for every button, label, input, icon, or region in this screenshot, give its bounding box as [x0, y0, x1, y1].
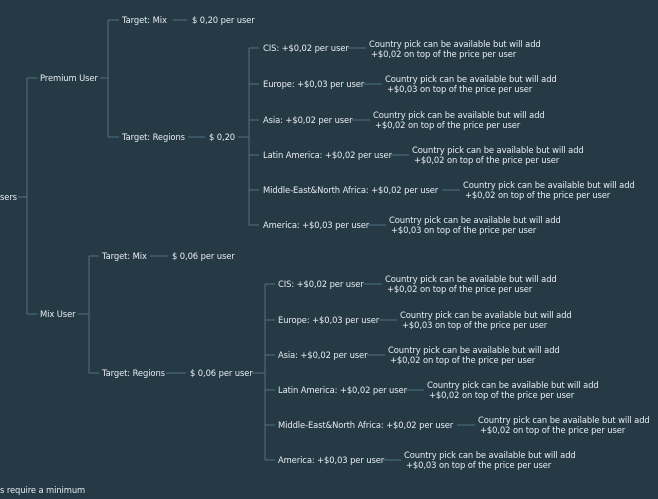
mixuser-region-america-note: Country pick can be available but will a… — [404, 450, 576, 470]
note-line: Country pick can be available but will a… — [385, 274, 557, 284]
mixuser-region-america: America: +$0,03 per user — [278, 455, 385, 465]
note-line: Country pick can be available but will a… — [478, 415, 650, 425]
mixuser-region-mena-note: Country pick can be available but will a… — [478, 415, 650, 435]
note-line: Country pick can be available but will a… — [427, 380, 599, 390]
mixuser-region-asia: Asia: +$0,02 per user — [278, 350, 368, 360]
mix-user-node: Mix User — [40, 309, 76, 319]
note-line: +$0,03 on top of the price per user — [387, 84, 533, 94]
note-line: +$0,02 on top of the price per user — [390, 355, 536, 365]
premium-regions-price: $ 0,20 — [209, 132, 236, 142]
mixuser-region-asia-note: Country pick can be available but will a… — [388, 345, 560, 365]
note-line: +$0,02 on top of the price per user — [375, 120, 521, 130]
premium-region-mena: Middle-East&North Africa: +$0,02 per use… — [263, 185, 439, 195]
mixuser-region-europe-note: Country pick can be available but will a… — [400, 310, 572, 330]
mixuser-region-latin-america: Latin America: +$0,02 per user — [278, 385, 407, 395]
note-line: +$0,02 on top of the price per user — [371, 49, 517, 59]
premium-region-america: America: +$0,03 per user — [263, 220, 370, 230]
note-line: +$0,03 on top of the price per user — [402, 320, 548, 330]
mixuser-mix-price: $ 0,06 per user — [172, 251, 235, 261]
note-line: +$0,02 on top of the price per user — [480, 425, 626, 435]
mixuser-region-cis: CIS: +$0,02 per user — [278, 279, 364, 289]
premium-target-mix-node: Target: Mix — [122, 15, 167, 25]
mixuser-region-cis-note: Country pick can be available but will a… — [385, 274, 557, 294]
note-line: Country pick can be available but will a… — [389, 215, 561, 225]
premium-region-mena-note: Country pick can be available but will a… — [463, 180, 635, 200]
note-line: +$0,02 on top of the price per user — [387, 284, 533, 294]
mixuser-region-mena: Middle-East&North Africa: +$0,02 per use… — [278, 420, 454, 430]
note-line: Country pick can be available but will a… — [400, 310, 572, 320]
note-line: +$0,02 on top of the price per user — [429, 390, 575, 400]
note-line: +$0,02 on top of the price per user — [465, 190, 611, 200]
note-line: Country pick can be available but will a… — [388, 345, 560, 355]
note-line: Country pick can be available but will a… — [373, 110, 545, 120]
note-line: +$0,03 on top of the price per user — [391, 225, 537, 235]
premium-mix-price: $ 0,20 per user — [192, 15, 255, 25]
premium-target-regions-node: Target: Regions — [122, 132, 185, 142]
premium-region-europe-note: Country pick can be available but will a… — [385, 74, 557, 94]
mixuser-region-latin-america-note: Country pick can be available but will a… — [427, 380, 599, 400]
premium-region-america-note: Country pick can be available but will a… — [389, 215, 561, 235]
note-line: Country pick can be available but will a… — [385, 74, 557, 84]
premium-region-asia-note: Country pick can be available but will a… — [373, 110, 545, 130]
premium-region-latin-america: Latin America: +$0,02 per user — [263, 150, 392, 160]
note-line: +$0,02 on top of the price per user — [414, 155, 560, 165]
root-node: sers — [0, 192, 17, 202]
note-line: Country pick can be available but will a… — [463, 180, 635, 190]
note-line: Country pick can be available but will a… — [412, 145, 584, 155]
premium-region-asia: Asia: +$0,02 per user — [263, 115, 353, 125]
note-line: +$0,03 on top of the price per user — [406, 460, 552, 470]
note-line: Country pick can be available but will a… — [404, 450, 576, 460]
premium-user-node: Premium User — [40, 73, 98, 83]
note-line: Country pick can be available but will a… — [369, 39, 541, 49]
premium-region-cis: CIS: +$0,02 per user — [263, 43, 349, 53]
premium-region-cis-note: Country pick can be available but will a… — [369, 39, 541, 59]
premium-region-europe: Europe: +$0,03 per user — [263, 79, 365, 89]
mixuser-region-europe: Europe: +$0,03 per user — [278, 315, 380, 325]
mixuser-target-regions-node: Target: Regions — [102, 368, 165, 378]
premium-region-latin-america-note: Country pick can be available but will a… — [412, 145, 584, 165]
mixuser-target-mix-node: Target: Mix — [102, 251, 147, 261]
mixuser-regions-price: $ 0,06 per user — [190, 368, 253, 378]
footnote: s require a minimum — [0, 485, 86, 495]
